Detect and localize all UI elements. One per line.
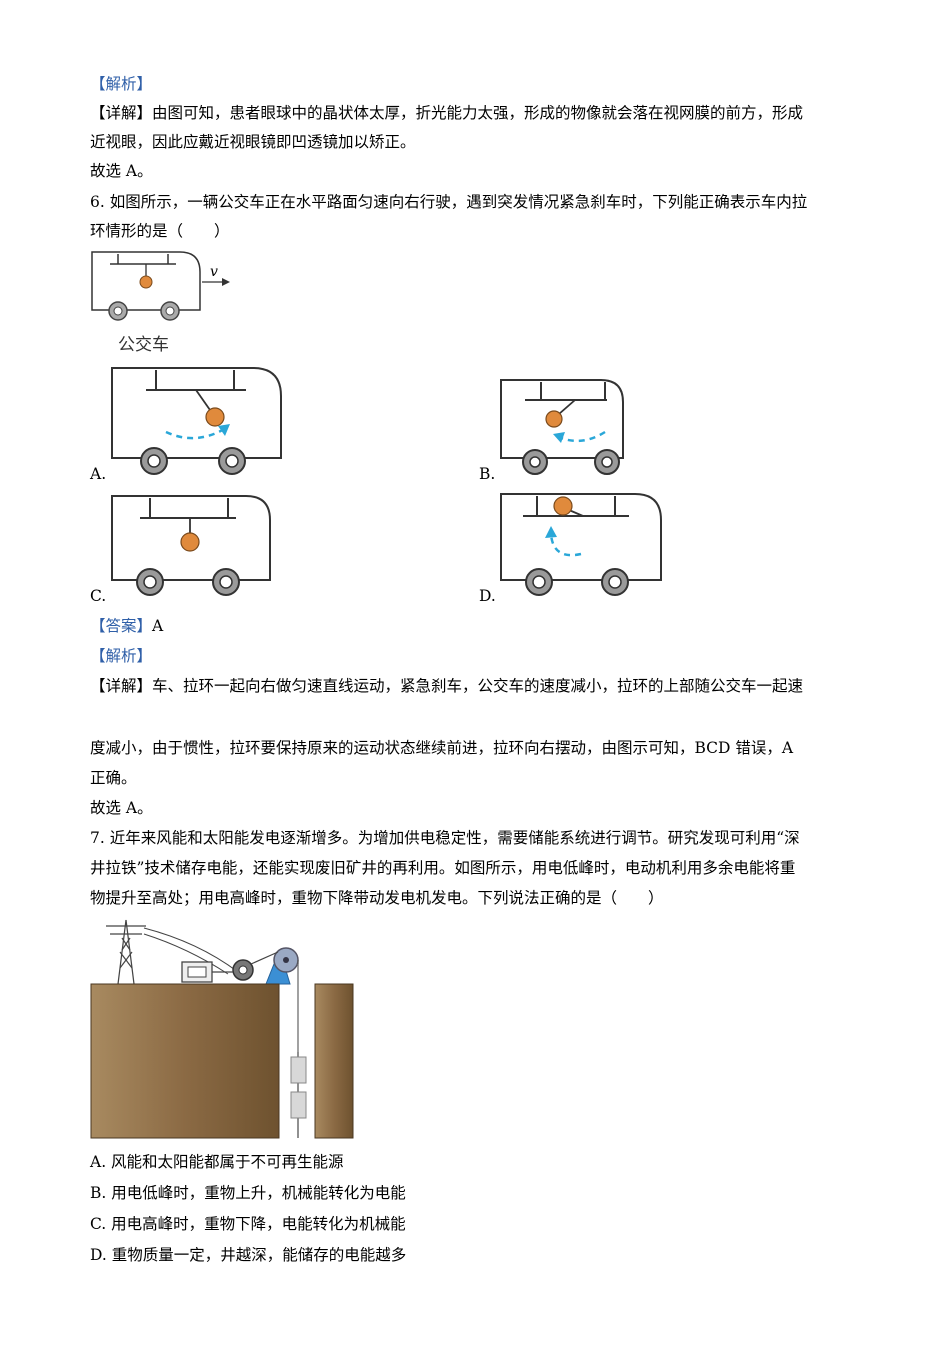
detail-text: 【详解】由图可知，患者眼球中的晶状体太厚，折光能力太强，形成的物像就会落在视网膜… — [90, 104, 804, 122]
choice-text: 故选 A。 — [90, 162, 153, 180]
analysis-tag: 【解析】 — [90, 647, 153, 665]
option-c-figure — [111, 495, 271, 596]
detail-text: 度减小，由于惯性，拉环要保持原来的运动状态继续前进，拉环向右摆动，由图示可知，B… — [90, 739, 794, 757]
detail-text: 近视眼，因此应戴近视眼镜即凹透镜加以矫正。 — [90, 133, 416, 151]
detail-text: 正确。 — [90, 769, 137, 787]
option-c-text: C. 用电高峰时，重物下降，电能转化为机械能 — [90, 1215, 406, 1233]
answer-tag: 【答案】 — [90, 617, 153, 635]
question-stem: 环情形的是（ ） — [90, 222, 230, 240]
power-tower-icon — [106, 919, 146, 985]
velocity-label: v — [210, 264, 218, 280]
option-a-text: A. 风能和太阳能都属于不可再生能源 — [90, 1153, 344, 1171]
deep-well-storage-figure — [90, 919, 354, 1139]
option-a-label: A. — [90, 465, 107, 483]
analysis-tag: 【解析】 — [90, 75, 153, 93]
question-stem: 物提升至高处；用电高峰时，重物下降带动发电机发电。下列说法正确的是（ ） — [90, 889, 664, 907]
weight-block — [290, 1056, 307, 1084]
answer-line: 【答案】A — [90, 616, 163, 636]
choice-text: 故选 A。 — [90, 799, 153, 817]
option-c-label: C. — [90, 587, 107, 605]
detail-text: 【详解】车、拉环一起向右做匀速直线运动，紧急刹车，公交车的速度减小，拉环的上部随… — [90, 677, 804, 695]
bus-caption: 公交车 — [118, 335, 169, 355]
bus-reference-figure: v 公交车 — [91, 251, 230, 355]
option-d-label: D. — [479, 587, 496, 605]
question-stem: 井拉铁”技术储存电能，还能实现废旧矿井的再利用。如图所示，用电低峰时，电动机利用… — [90, 859, 796, 877]
option-b-label: B. — [479, 465, 496, 483]
question-stem: 7. 近年来风能和太阳能发电逐渐增多。为增加供电稳定性，需要储能系统进行调节。研… — [90, 829, 800, 847]
option-a-figure — [111, 367, 282, 475]
question-stem: 6. 如图所示，一辆公交车正在水平路面匀速向右行驶，遇到突发情况紧急刹车时，下列… — [90, 193, 808, 211]
answer-value: A — [152, 617, 164, 635]
option-d-figure — [500, 493, 662, 596]
option-b-text: B. 用电低峰时，重物上升，机械能转化为电能 — [90, 1184, 406, 1202]
option-b-figure — [500, 379, 624, 475]
option-d-text: D. 重物质量一定，井越深，能储存的电能越多 — [90, 1246, 407, 1264]
weight-block — [290, 1091, 307, 1119]
